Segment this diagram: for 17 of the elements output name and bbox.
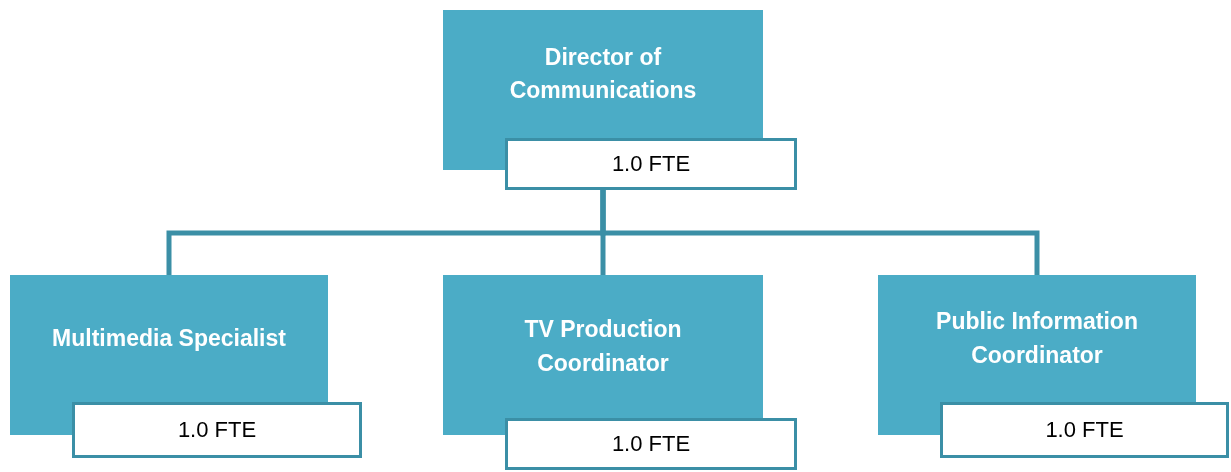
role-box [10,275,328,402]
role-box [443,10,763,138]
fte-label: 1.0 FTE [611,151,691,177]
role-box [878,275,1196,402]
connector-line [600,190,1040,275]
role-title: Public Information Coordinator [935,307,1139,370]
fte-box [505,138,797,190]
fte-label: 1.0 FTE [1045,417,1124,443]
fte-label: 1.0 FTE [177,417,257,443]
role-title: Director of Communications [508,42,698,105]
fte-box [940,402,1229,458]
fte-label: 1.0 FTE [611,431,691,457]
fte-box [72,402,362,458]
role-title: TV Production Coordinator [523,315,683,378]
role-box [443,275,763,418]
fte-box [505,418,797,470]
role-title: Multimedia Specialist [52,323,286,353]
